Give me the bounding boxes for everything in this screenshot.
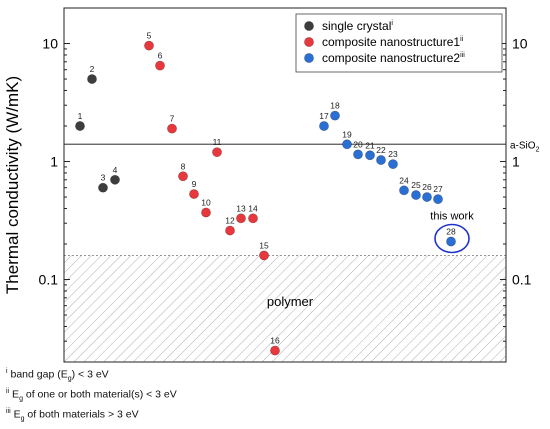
data-point-label-28: 28 [446,226,456,236]
data-point-10 [201,207,211,218]
data-point-5 [144,40,154,51]
data-point-8 [178,171,188,182]
data-point-label-22: 22 [376,145,386,155]
y-tick-label-right: 10 [512,36,528,52]
legend-sup-0: i [391,20,393,27]
data-point-19 [342,139,352,150]
data-point-label-9: 9 [192,179,197,189]
y-tick-label-left: 10 [42,36,58,52]
data-point-24 [399,185,409,196]
footnote-2: ii Eg of one or both material(s) < 3 eV [6,388,177,403]
data-point-17 [319,121,329,131]
data-point-label-18: 18 [330,101,340,111]
data-point-label-19: 19 [342,129,352,139]
data-point-label-12: 12 [225,216,235,226]
data-point-18 [330,110,340,121]
data-point-label-20: 20 [353,139,363,149]
footnote-1: i band gap (Eg) < 3 eV [6,368,109,383]
data-point-1 [75,121,85,131]
data-point-23 [388,159,398,170]
data-point-label-27: 27 [433,184,443,194]
y-tick-label-left: 1 [50,154,58,170]
data-point-25 [411,190,421,200]
data-point-label-16: 16 [270,336,280,346]
data-point-11 [212,147,222,158]
data-point-7 [167,123,177,134]
y-tick-label-right: 0.1 [512,272,532,288]
polymer-region-label: polymer [267,294,314,309]
data-point-label-2: 2 [90,64,95,74]
legend-text-2: composite nanostructure2iii [322,51,465,65]
data-point-21 [365,150,375,161]
legend-text-0: single crystali [322,19,393,33]
footnote-3: iii Eg of both materials > 3 eV [6,408,139,423]
data-point-15 [259,250,269,261]
data-point-20 [353,149,363,160]
legend-text-1: composite nanostructure1ii [322,35,464,49]
y-tick-label-left: 0.1 [39,272,59,288]
data-point-4 [110,174,120,185]
legend-box [295,13,503,73]
data-point-label-23: 23 [388,149,398,159]
data-point-2 [87,74,97,84]
data-point-label-21: 21 [365,140,375,150]
data-point-label-11: 11 [213,137,222,147]
data-point-label-10: 10 [201,197,211,207]
data-point-26 [422,192,432,202]
data-point-label-1: 1 [78,111,83,121]
legend-sup-1: ii [460,36,464,43]
data-point-label-14: 14 [248,203,258,213]
legend-marker-0 [304,21,314,31]
reference-line-label: a-SiO2 [510,140,540,153]
data-point-27 [433,194,443,205]
data-point-label-3: 3 [101,173,106,183]
highlight-circle [434,223,470,254]
data-point-9 [189,189,199,199]
legend-sup-2: iii [460,52,465,59]
data-point-28 [446,236,456,247]
reference-line-label-sub: 2 [536,146,540,153]
data-point-label-17: 17 [319,111,329,121]
data-point-12 [225,225,235,236]
data-point-3 [98,182,108,193]
data-point-label-4: 4 [113,165,118,175]
data-point-label-6: 6 [158,51,163,61]
data-point-label-26: 26 [422,182,432,192]
data-point-label-15: 15 [259,240,269,250]
data-point-label-5: 5 [147,31,152,41]
data-point-14 [248,213,258,224]
data-point-label-25: 25 [411,180,421,190]
y-tick-label-right: 1 [512,154,520,170]
data-point-label-7: 7 [170,114,175,124]
data-point-label-24: 24 [399,175,409,185]
polymer-region [64,255,506,362]
data-point-22 [376,155,386,165]
data-point-label-13: 13 [236,203,246,213]
legend-marker-1 [304,37,314,47]
highlight-label: this work [430,210,474,222]
data-point-label-8: 8 [181,161,186,171]
data-point-16 [270,345,280,356]
legend-marker-2 [304,53,314,63]
plot-frame [63,7,507,363]
data-point-13 [236,213,246,224]
data-point-6 [155,60,165,71]
y-axis-label: Thermal conductivity (W/mK) [3,76,22,294]
